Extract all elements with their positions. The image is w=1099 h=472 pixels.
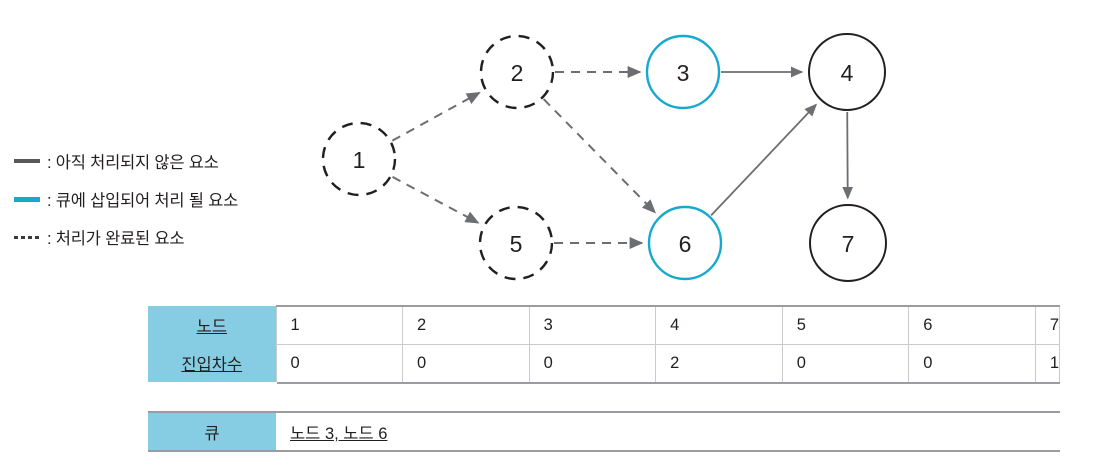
- cell-node-2: 2: [402, 305, 530, 345]
- solid-cyan-line-icon: [14, 196, 40, 202]
- cell-indegree-5: 0: [781, 344, 910, 384]
- indegree-table: 노드 1 2 3 4 5 6 7 진입차수 0 0 0 2 0 0 1: [148, 305, 1061, 384]
- node-layer: 1 2 3 4 5 6 7: [321, 33, 887, 282]
- node-label-2: 2: [511, 60, 524, 86]
- row-header-node: 노드: [148, 306, 276, 345]
- node-circle-5: [478, 205, 554, 281]
- legend-item: : 처리가 완료된 요소: [14, 218, 314, 256]
- legend-item-label: : 큐에 삽입되어 처리 될 요소: [47, 192, 239, 210]
- node-circle-3: [645, 34, 721, 110]
- cell-node-6: 6: [908, 305, 1036, 345]
- cell-node-5: 5: [781, 305, 910, 345]
- edge-layer: [391, 66, 854, 249]
- node-label-4: 4: [841, 60, 854, 86]
- row-header-indegree: 진입차수: [148, 344, 276, 384]
- cell-indegree-2: 0: [402, 344, 530, 384]
- row-header-queue: 큐: [148, 411, 276, 452]
- cell-node-7: 7: [1034, 305, 1061, 345]
- cell-indegree-1: 0: [275, 344, 404, 384]
- table-row: 진입차수 0 0 0 2 0 0 1: [148, 344, 1061, 384]
- table-row: 큐 노드 3, 노드 6: [148, 411, 1060, 452]
- node-label-7: 7: [842, 231, 855, 257]
- cell-node-4: 4: [655, 305, 783, 345]
- cell-indegree-4: 2: [655, 344, 783, 384]
- cell-indegree-6: 0: [908, 344, 1036, 384]
- graph-node-7[interactable]: 7: [809, 204, 887, 282]
- graph-node-3[interactable]: 3: [645, 34, 721, 110]
- legend: : 아직 처리되지 않은 요소 : 큐에 삽입되어 처리 될 요소 : 처리가 …: [14, 142, 314, 256]
- legend-item: : 아직 처리되지 않은 요소: [14, 142, 314, 180]
- queue-value: 노드 3, 노드 6: [276, 411, 1060, 452]
- edge-6-to-4: [710, 103, 818, 217]
- edge-1-to-5: [392, 176, 480, 224]
- node-label-1: 1: [353, 147, 366, 173]
- graph-node-2[interactable]: 2: [479, 34, 555, 110]
- node-circle-6: [647, 205, 723, 281]
- cell-indegree-3: 0: [528, 344, 657, 384]
- graph-node-5[interactable]: 5: [478, 205, 554, 281]
- node-circle-2: [479, 34, 555, 110]
- graph-node-6[interactable]: 6: [647, 205, 723, 281]
- node-label-3: 3: [677, 60, 690, 86]
- legend-item: : 큐에 삽입되어 처리 될 요소: [14, 180, 314, 218]
- edge-2-to-6: [542, 98, 656, 214]
- graph-diagram: 1 2 3 4 5 6 7: [321, 33, 887, 282]
- solid-gray-line-icon: [14, 159, 40, 163]
- node-circle-4: [808, 33, 886, 111]
- legend-item-label: : 처리가 완료된 요소: [47, 230, 185, 248]
- table-row: 노드 1 2 3 4 5 6 7: [148, 305, 1061, 345]
- node-label-5: 5: [510, 231, 523, 257]
- graph-node-1[interactable]: 1: [321, 121, 397, 197]
- edge-1-to-2: [391, 91, 481, 142]
- graph-node-4[interactable]: 4: [808, 33, 886, 111]
- node-label-6: 6: [679, 231, 692, 257]
- cell-indegree-7: 1: [1034, 344, 1061, 384]
- node-circle-1: [321, 121, 397, 197]
- cell-node-1: 1: [275, 305, 404, 345]
- node-circle-7: [809, 204, 887, 282]
- queue-value-text: 노드 3, 노드 6: [290, 424, 388, 443]
- cell-node-3: 3: [528, 305, 657, 345]
- legend-item-label: : 아직 처리되지 않은 요소: [47, 154, 219, 172]
- queue-table: 큐 노드 3, 노드 6: [148, 411, 1060, 452]
- dotted-line-icon: [14, 235, 40, 239]
- edge-4-to-7: [842, 111, 854, 200]
